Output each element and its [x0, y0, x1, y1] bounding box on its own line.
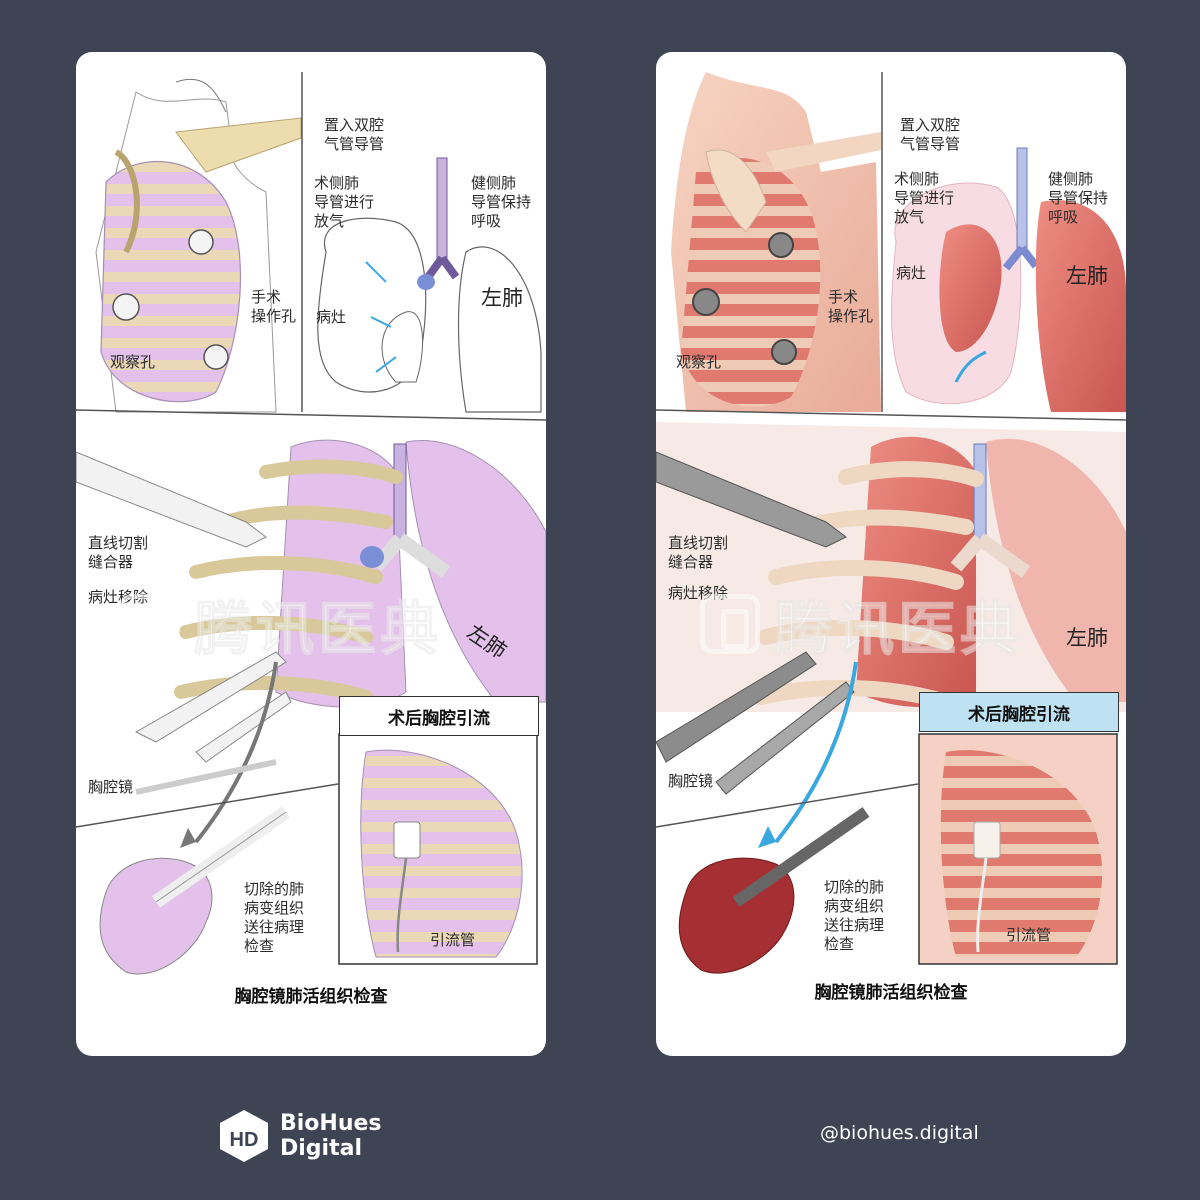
label-drain-tube: 引流管	[1006, 926, 1052, 944]
color-artwork	[656, 72, 1126, 974]
airway-lung-view	[891, 147, 1126, 412]
brand-logo: HD BioHues Digital	[218, 1108, 382, 1164]
label-observation-port: 观察孔	[110, 353, 156, 371]
label-left-lung-bottom: 左肺	[1066, 626, 1108, 650]
drain-inset	[918, 733, 1118, 965]
label-observation-port: 观察孔	[676, 353, 722, 371]
label-drain-tube: 引流管	[430, 931, 476, 949]
label-lesion: 病灶	[316, 308, 347, 326]
sketch-artwork	[76, 72, 546, 975]
label-healthy-lung-breathe: 健侧肺 导管保持 呼吸	[471, 174, 532, 230]
postop-drain-title: 术后胸腔引流	[339, 696, 539, 736]
panel-caption: 胸腔镜肺活组织检查	[234, 987, 388, 1007]
label-operative-lung-deflate: 术侧肺 导管进行 放气	[314, 174, 375, 230]
label-thoracoscope: 胸腔镜	[88, 778, 134, 796]
label-double-lumen-tube: 置入双腔 气管导管	[324, 116, 385, 153]
biohues-logo-icon: HD	[220, 1110, 268, 1162]
logo-letters: HD	[230, 1129, 259, 1151]
label-stapler: 直线切割 缝合器	[668, 534, 729, 571]
label-lesion: 病灶	[896, 264, 927, 282]
label-double-lumen-tube: 置入双腔 气管导管	[900, 116, 961, 153]
label-lesion-removal: 病灶移除	[88, 588, 149, 606]
label-resected-tissue: 切除的肺 病变组织 送往病理 检查	[244, 880, 305, 955]
label-stapler: 直线切割 缝合器	[88, 534, 149, 571]
label-surgical-port: 手术 操作孔	[828, 288, 874, 325]
label-left-lung-top: 左肺	[481, 286, 523, 310]
social-handle: @biohues.digital	[820, 1122, 979, 1144]
surgical-view	[656, 422, 1126, 848]
label-surgical-port: 手术 操作孔	[251, 288, 297, 325]
label-left-lung-top: 左肺	[1066, 264, 1108, 288]
sketch-illustration-card: 置入双腔 气管导管 术侧肺 导管进行 放气 健侧肺 导管保持 呼吸 左肺 病灶 …	[76, 52, 546, 1056]
drain-inset	[338, 733, 538, 965]
label-operative-lung-deflate: 术侧肺 导管进行 放气	[894, 170, 955, 226]
panel-caption: 胸腔镜肺活组织检查	[814, 983, 968, 1003]
torso-ports-view	[95, 78, 302, 413]
label-healthy-lung-breathe: 健侧肺 导管保持 呼吸	[1048, 170, 1109, 226]
brand-name: BioHues Digital	[280, 1111, 382, 1161]
airway-lung-view	[317, 157, 542, 413]
postop-drain-title: 术后胸腔引流	[919, 692, 1119, 732]
label-thoracoscope: 胸腔镜	[668, 772, 714, 790]
label-lesion-removal: 病灶移除	[668, 584, 729, 602]
color-illustration-card: 置入双腔 气管导管 术侧肺 导管进行 放气 健侧肺 导管保持 呼吸 左肺 病灶 …	[656, 52, 1126, 1056]
label-resected-tissue: 切除的肺 病变组织 送往病理 检查	[824, 878, 885, 953]
torso-ports-view	[671, 72, 881, 412]
surgical-view	[76, 439, 546, 848]
